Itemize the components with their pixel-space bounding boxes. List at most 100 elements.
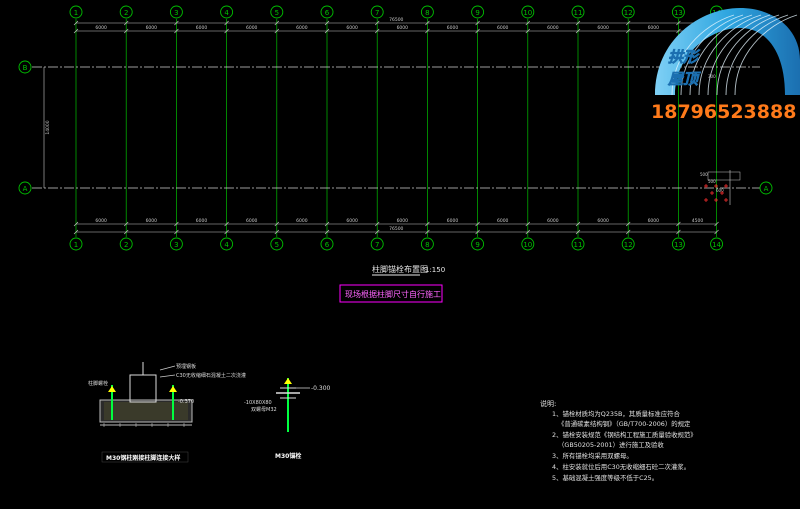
axis-bubble-left — [18, 181, 32, 195]
detail-2-arrow — [284, 378, 292, 384]
detail-2-bolt-label: 双螺母M32 — [251, 406, 277, 413]
dim-bottom-label: 6000 — [296, 218, 308, 224]
roof-rib — [698, 14, 762, 96]
roof-rib — [689, 14, 753, 96]
dim-bottom-tick — [224, 229, 229, 235]
grid-bubble-top — [521, 5, 535, 19]
dim-bottom-tick — [575, 221, 581, 227]
dim-bottom-tick — [575, 229, 581, 235]
dim-bottom-label: 6000 — [346, 218, 358, 224]
detail-2-label: M30锚栓 — [275, 452, 301, 460]
grid-bubble-bottom — [571, 237, 585, 251]
right-dim-label: 500 — [708, 179, 716, 184]
dim-top-tick — [174, 20, 179, 26]
roof-rib — [716, 14, 780, 96]
axis-letter-left: B — [23, 64, 28, 72]
dim-bottom-tick — [73, 221, 79, 227]
grid-bubble-top — [320, 5, 334, 19]
dim-bottom-label: 6000 — [196, 218, 208, 224]
dim-top-tick — [374, 28, 380, 34]
grid-number-bottom: 14 — [712, 241, 721, 249]
dim-top-tick — [324, 28, 330, 34]
roof-rib — [680, 14, 744, 96]
dim-bottom-tick — [676, 221, 681, 227]
dim-top-label: 6000 — [397, 25, 409, 31]
grid-bubble-top — [471, 5, 485, 19]
grid-number-top: 5 — [275, 9, 279, 17]
grid-bubble-bottom — [420, 237, 434, 251]
grid-bubble-bottom — [69, 237, 83, 251]
grid-bubble-bottom — [270, 237, 284, 251]
dim-top-tick — [525, 20, 531, 26]
detail-2: -0.300 -10X80X80 双螺母M32 M30锚栓 — [244, 378, 331, 460]
dim-top-label: 6000 — [547, 25, 559, 31]
grid-number-bottom: 6 — [325, 241, 330, 249]
grid-number-top: 10 — [523, 9, 532, 17]
grid-number-bottom: 12 — [624, 241, 633, 249]
dim-top-tick — [475, 28, 480, 34]
dim-top-tick — [425, 20, 430, 26]
grid-number-top: 9 — [475, 9, 479, 17]
dim-top-label: 6000 — [597, 25, 609, 31]
dim-bottom-label: 6000 — [397, 218, 409, 224]
note-line: 4、柱安装就位后用C30无收缩细石砼二次灌浆。 — [552, 462, 690, 471]
dim-bottom-tick — [374, 221, 380, 227]
grid-bubble-top — [571, 5, 585, 19]
dim-bottom-label: 6000 — [246, 218, 258, 224]
notice-text: 现场根据柱脚尺寸自行施工 — [345, 289, 441, 299]
dim-bottom-label: 6000 — [146, 218, 158, 224]
grid-bubble-bottom — [370, 237, 384, 251]
grid-number-top: 7 — [375, 9, 379, 17]
grid-bubble-bottom — [621, 237, 635, 251]
dim-top-label: 6000 — [447, 25, 459, 31]
dim-top-label: 6000 — [648, 25, 660, 31]
axis-bubble-right — [759, 181, 773, 195]
grid-number-bottom: 8 — [425, 241, 429, 249]
grid-bubble-top — [220, 5, 234, 19]
grid-bubble-bottom — [119, 237, 133, 251]
grid-bubble-bottom — [521, 237, 535, 251]
dim-top-label: 6000 — [296, 25, 308, 31]
note-line: 2、锚栓安装规范《钢结构工程施工质量验收规范》 — [552, 430, 697, 439]
dim-top-tick — [274, 20, 280, 26]
dim-bottom-tick — [475, 221, 480, 227]
dim-top-tick — [575, 20, 581, 26]
dim-bottom-label: 6000 — [95, 218, 107, 224]
dim-bottom-label: 4500 — [692, 218, 704, 224]
dim-bottom-tick — [714, 221, 719, 227]
detail-1-note-1: 预埋钢板 — [176, 363, 196, 370]
dim-bottom-tick — [425, 229, 430, 235]
detail-1-note-0: 柱脚螺栓 — [88, 380, 108, 387]
dim-top-label: 6000 — [95, 25, 107, 31]
dim-top-tick — [324, 20, 330, 26]
dim-top-label: 6000 — [146, 25, 158, 31]
grid-number-top: 6 — [325, 9, 330, 17]
dim-top-label: 6000 — [497, 25, 509, 31]
grid-number-bottom: 7 — [375, 241, 379, 249]
bolt-callout-box — [707, 171, 741, 181]
axis-letter-left: A — [23, 185, 28, 193]
grid-number-bottom: 10 — [523, 241, 532, 249]
dim-bottom-label: 6000 — [648, 218, 660, 224]
roof-arch-icon — [655, 8, 800, 95]
watermark-phone: 18796523888 — [651, 101, 796, 123]
dim-bottom-tick — [324, 221, 330, 227]
note-line: 3、所有锚栓均采用双螺母。 — [552, 451, 633, 460]
grid-number-bottom: 2 — [124, 241, 128, 249]
dim-bottom-label: 6000 — [597, 218, 609, 224]
grid-bubble-top — [420, 5, 434, 19]
grid-bubble-bottom — [671, 237, 685, 251]
right-dim-label: 600 — [716, 188, 724, 193]
plan-title: 柱脚锚栓布置图 — [372, 264, 428, 274]
note-line: （GB50205-2001）进行施工及验收 — [558, 440, 664, 449]
dim-bottom-tick — [123, 229, 129, 235]
plan-scale: 1:150 — [425, 266, 445, 274]
detail-1-arrow-left — [108, 386, 116, 392]
dim-bottom-label: 6000 — [497, 218, 509, 224]
dim-bottom-tick — [324, 229, 330, 235]
detail-2-elev: -0.300 — [311, 385, 331, 392]
grid-number-top: 2 — [124, 9, 128, 17]
